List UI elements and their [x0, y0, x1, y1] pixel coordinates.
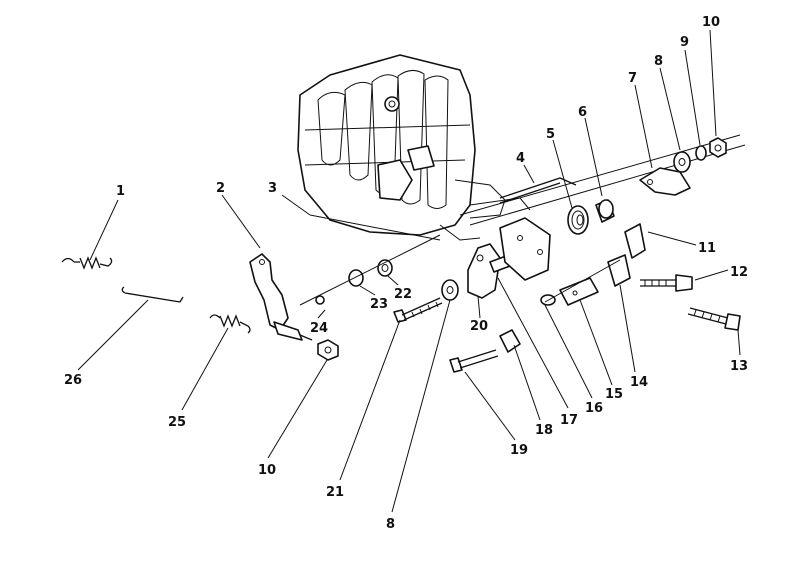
callout-20: 20: [470, 319, 488, 334]
screw-part-19: [449, 349, 499, 373]
rod-part-4: [499, 177, 577, 204]
callout-17: 17: [560, 413, 578, 428]
nut-part-10-lower: [317, 339, 339, 361]
clip-part-14: [607, 254, 631, 287]
callout-1: 1: [116, 184, 125, 199]
washer-part-24: [315, 295, 325, 305]
bushing-part-6: [595, 199, 615, 223]
clip-part-18: [499, 329, 521, 353]
bolt-part-12: [640, 274, 693, 292]
callout-6: 6: [578, 105, 587, 120]
callout-22: 22: [394, 287, 412, 302]
callout-labels: 1 2 3 4 5 6 7 8 9 10 11 12 13 14 15 16 1…: [64, 15, 748, 532]
washer-part-8-lower: [441, 279, 459, 301]
callout-8-upper: 8: [654, 54, 663, 69]
callout-9: 9: [680, 35, 689, 50]
rod-part-26: [121, 286, 184, 303]
washer-part-9: [695, 145, 707, 161]
callout-11: 11: [698, 241, 716, 256]
callout-7: 7: [628, 71, 637, 86]
callout-8-lower: 8: [386, 517, 395, 532]
shaft-line: [459, 134, 741, 216]
axis-line-left: [299, 234, 441, 306]
callout-3: 3: [268, 181, 277, 196]
callout-16: 16: [585, 401, 603, 416]
lever-part-2: [249, 253, 313, 341]
callout-23: 23: [370, 297, 388, 312]
lever-part-7: [639, 167, 691, 196]
callout-12: 12: [730, 265, 748, 280]
callout-21: 21: [326, 485, 344, 500]
washer-part-23: [348, 269, 364, 287]
callout-25: 25: [168, 415, 186, 430]
callout-14: 14: [630, 375, 648, 390]
callout-24: 24: [310, 321, 328, 336]
leader-lines: [77, 29, 741, 513]
callout-10-upper: 10: [702, 15, 720, 30]
callout-18: 18: [535, 423, 553, 438]
link-part-15: [559, 277, 599, 306]
callout-26: 26: [64, 373, 82, 388]
washer-part-8-upper: [673, 151, 691, 173]
callout-10-lower: 10: [258, 463, 276, 478]
spring-part-25: [209, 314, 251, 334]
callout-4: 4: [516, 151, 525, 166]
callout-13: 13: [730, 359, 748, 374]
spring-part-1: [61, 256, 113, 270]
nut-part-10-upper: [709, 137, 727, 158]
engine-block: [297, 54, 531, 241]
plate-part-17: [499, 217, 551, 281]
callout-15: 15: [605, 387, 623, 402]
callout-5: 5: [546, 127, 555, 142]
bolt-part-21: [393, 297, 443, 323]
callout-19: 19: [510, 443, 528, 458]
bracket-part-11: [624, 223, 646, 259]
spring-part-5: [567, 205, 589, 235]
callout-2: 2: [216, 181, 225, 196]
bolt-part-13: [687, 307, 741, 331]
